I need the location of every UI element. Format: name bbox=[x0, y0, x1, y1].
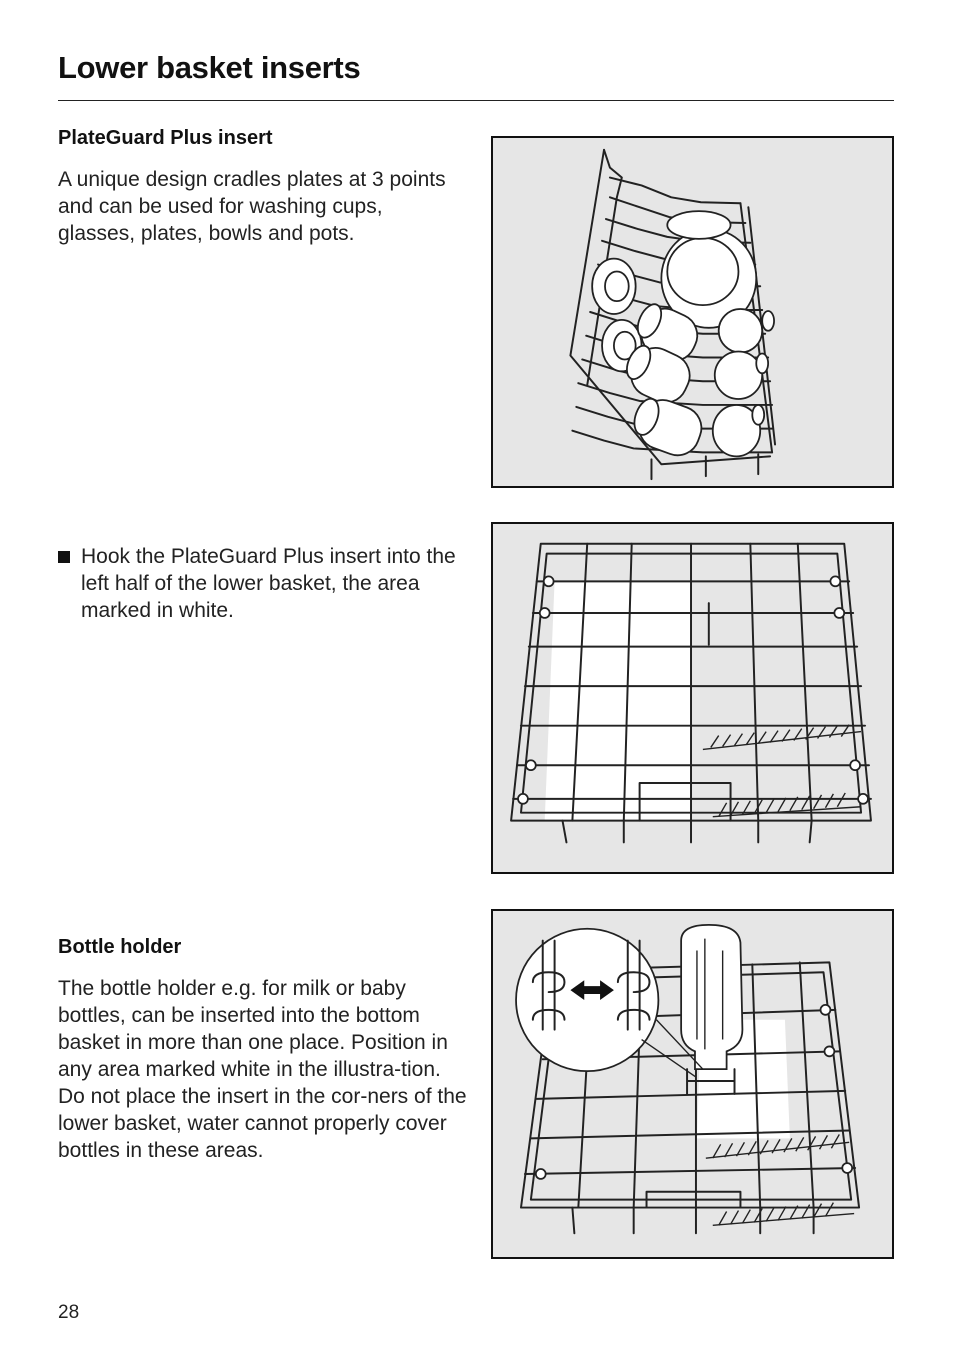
marked-area bbox=[544, 581, 692, 821]
bottle-holder-illustration bbox=[491, 909, 894, 1259]
bullet-square-icon bbox=[58, 551, 70, 563]
plateguard-instruction-item: Hook the PlateGuard Plus insert into the… bbox=[58, 543, 458, 624]
lower-basket-plateguard-area-illustration bbox=[491, 522, 894, 874]
plateguard-insert-illustration bbox=[491, 136, 894, 488]
title-divider bbox=[58, 100, 894, 101]
bottle-holder-description: The bottle holder e.g. for milk or baby … bbox=[58, 977, 467, 1162]
page-number: 28 bbox=[58, 1302, 80, 1323]
plateguard-heading: PlateGuard Plus insert bbox=[58, 127, 273, 149]
page-title: Lower basket inserts bbox=[58, 50, 361, 85]
lower-basket-top-view-drawing bbox=[510, 542, 872, 844]
plateguard-description: A unique design cradles plates at 3 poin… bbox=[58, 168, 446, 245]
plateguard-instruction-text: Hook the PlateGuard Plus insert into the… bbox=[81, 545, 456, 622]
double-arrow-icon bbox=[570, 980, 614, 1000]
bottle-holder-drawing bbox=[515, 923, 861, 1235]
bottle-holder-heading: Bottle holder bbox=[58, 936, 182, 958]
plateguard-insert-drawing bbox=[569, 148, 777, 481]
